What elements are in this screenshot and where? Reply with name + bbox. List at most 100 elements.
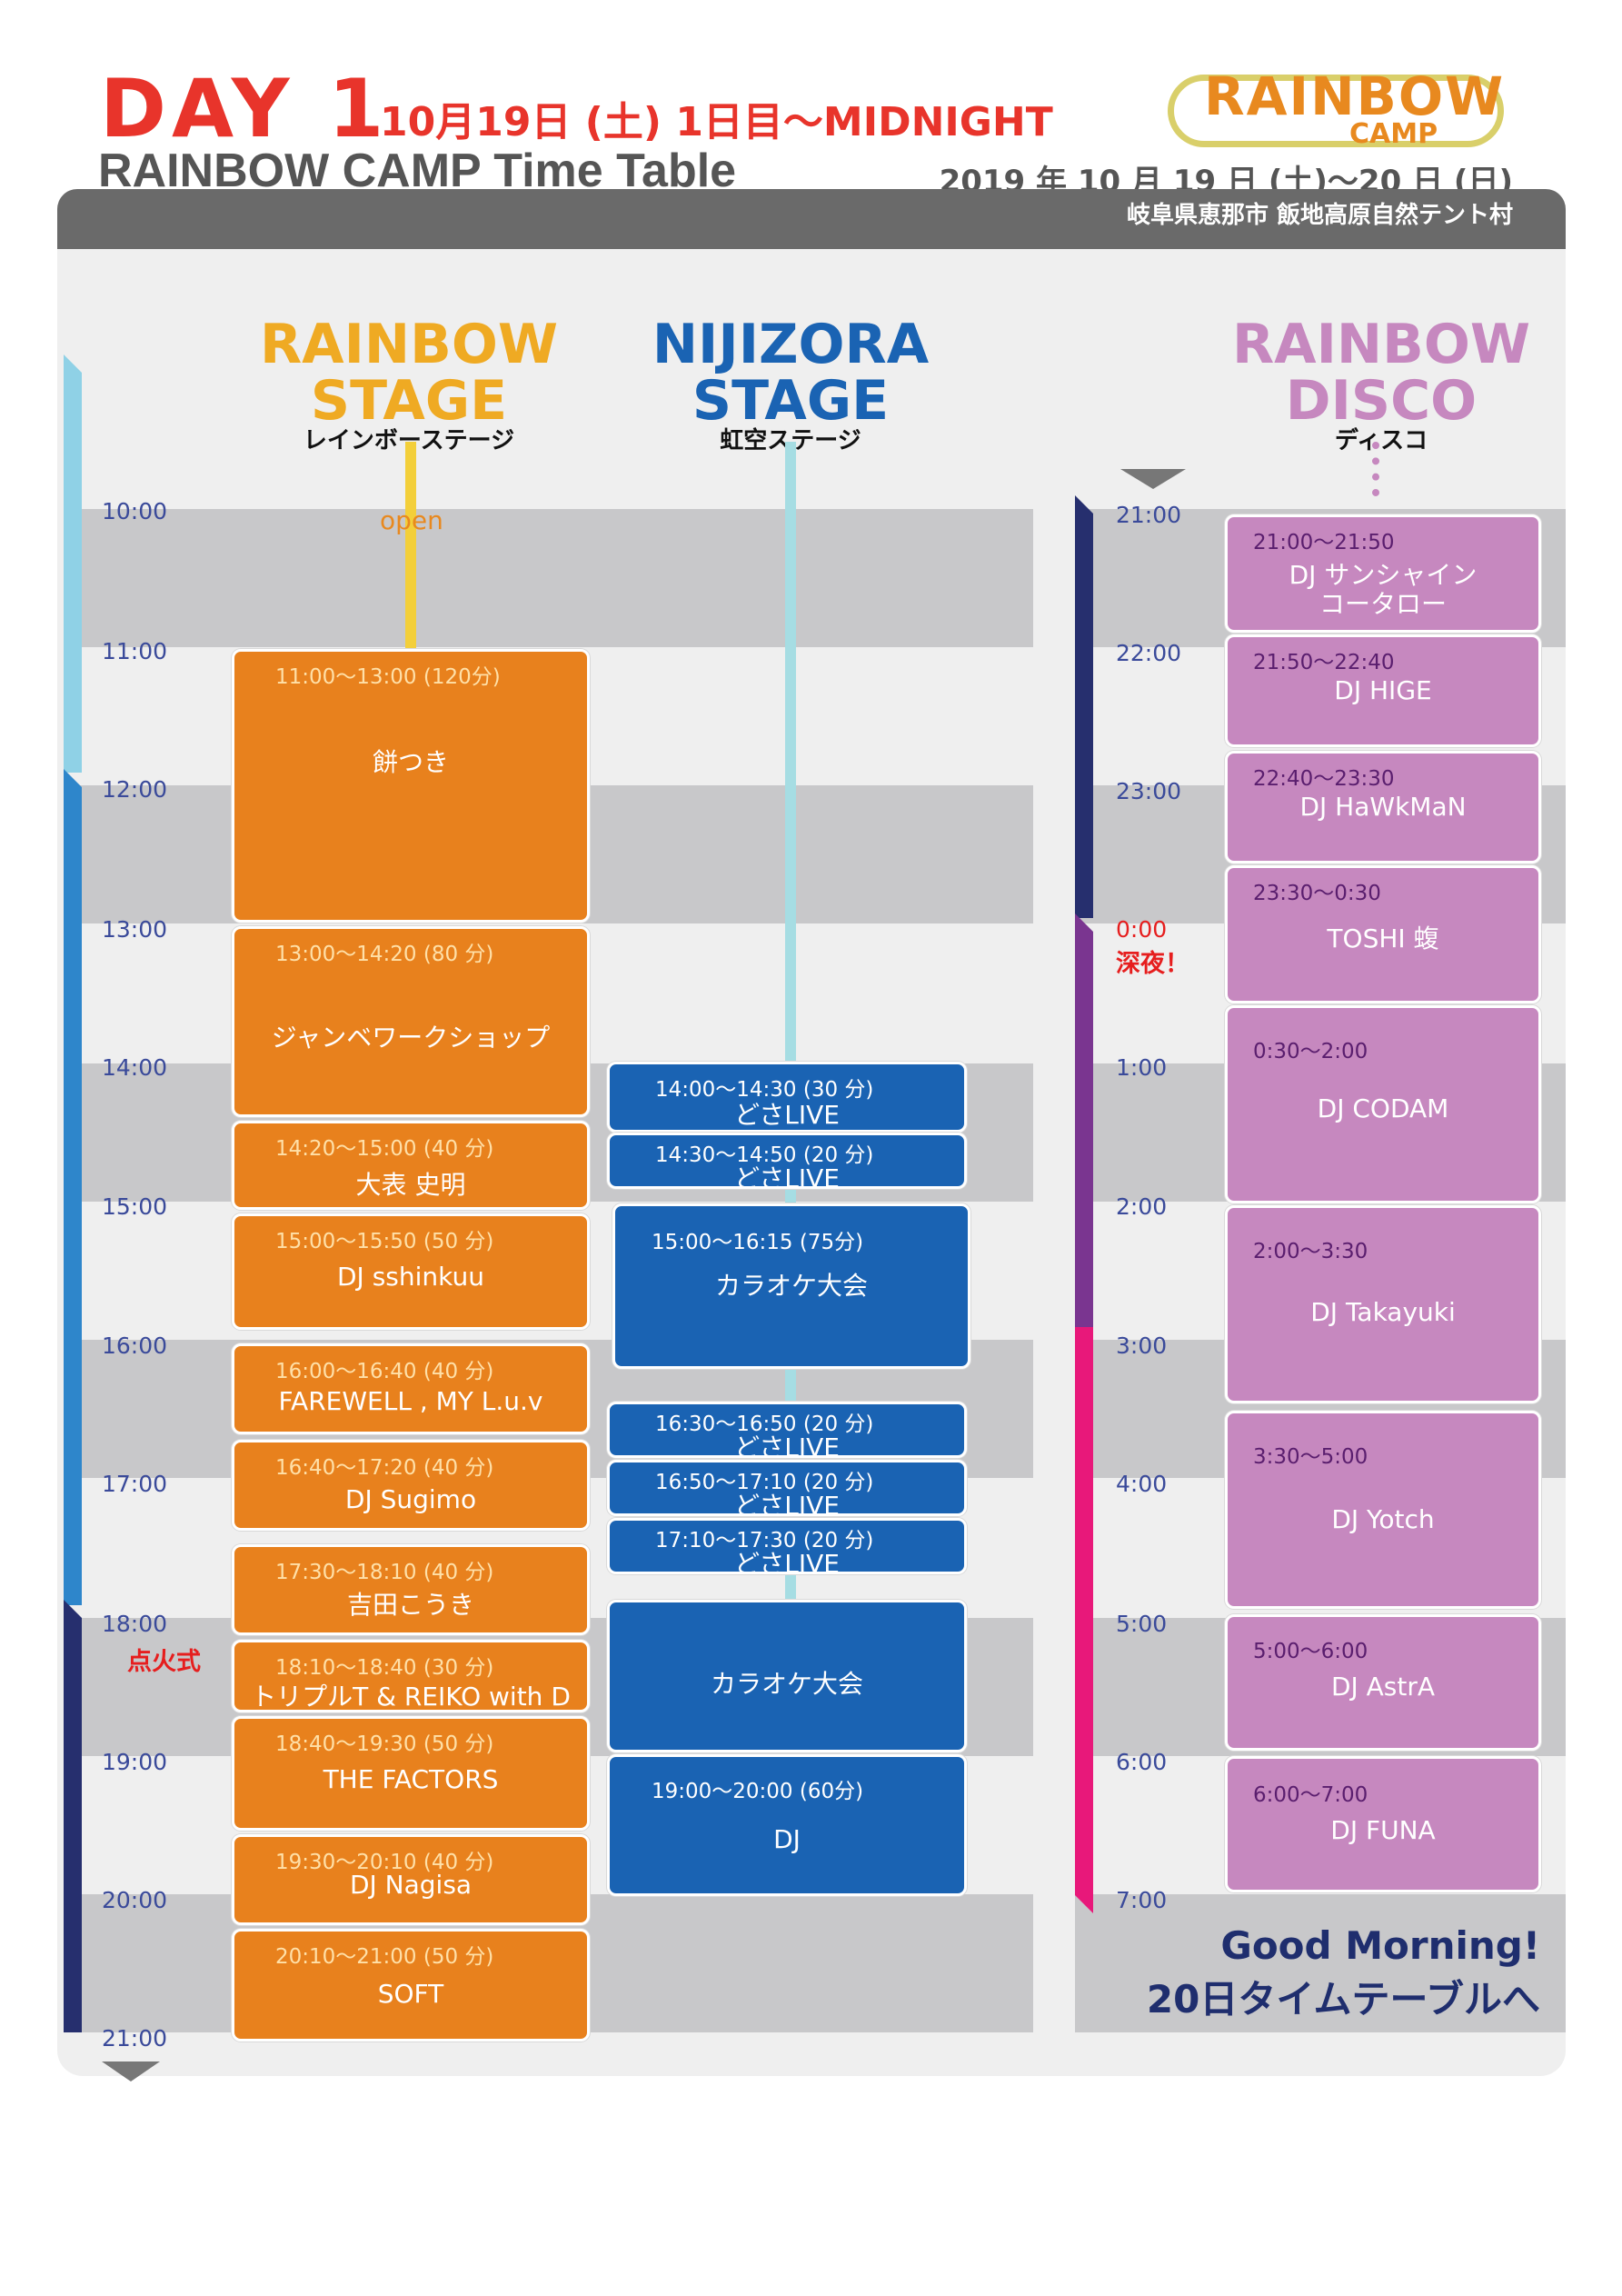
disco-slot[interactable]: 21:50〜22:40 DJ HIGE bbox=[1225, 634, 1541, 747]
slot-time: 22:40〜23:30 bbox=[1253, 767, 1395, 791]
time-label: 22:00 bbox=[1116, 640, 1182, 666]
slot-name: 餅つき bbox=[372, 747, 449, 777]
nijizora-slot[interactable]: 16:30〜16:50 (20 分) どさLIVE bbox=[607, 1402, 967, 1462]
rainbow-slot[interactable]: 15:00〜15:50 (50 分) DJ sshinkuu bbox=[232, 1213, 590, 1330]
day-title: DAY 1 bbox=[100, 62, 390, 155]
time-label: 11:00 bbox=[102, 638, 168, 664]
slot-time: 21:00〜21:50 bbox=[1253, 531, 1395, 554]
rainbow-slot[interactable]: 18:10〜18:40 (30 分) トリプルT & REIKO with D bbox=[232, 1640, 590, 1712]
slot-name: 大表 史明 bbox=[355, 1170, 466, 1200]
slot-time: 21:50〜22:40 bbox=[1253, 651, 1395, 674]
nijizora-slot[interactable]: 14:00〜14:30 (30 分) どさLIVE bbox=[607, 1062, 967, 1133]
slot-time: 6:00〜7:00 bbox=[1253, 1783, 1368, 1807]
nijizora-slot[interactable]: 17:10〜17:30 (20 分) どさLIVE bbox=[607, 1518, 967, 1579]
slot-name: DJ AstrA bbox=[1330, 1672, 1436, 1702]
slot-name: DJ bbox=[773, 1824, 801, 1854]
slot-time: 3:30〜5:00 bbox=[1253, 1445, 1368, 1469]
rainbow-slot[interactable]: 11:00〜13:00 (120分) 餅つき bbox=[232, 649, 590, 923]
slot-time: 16:40〜17:20 (40 分) bbox=[275, 1456, 494, 1480]
disco-slot[interactable]: 5:00〜6:00 DJ AstrA bbox=[1225, 1614, 1541, 1751]
slot-time: 17:30〜18:10 (40 分) bbox=[275, 1561, 494, 1584]
timeline-bar-morning bbox=[64, 354, 82, 773]
timeline-bar-day bbox=[64, 769, 82, 1605]
open-label: open bbox=[380, 505, 443, 535]
slot-name: DJ Sugimo bbox=[344, 1484, 477, 1514]
disco-slot[interactable]: 0:30〜2:00 DJ CODAM bbox=[1225, 1005, 1541, 1203]
disco-slot[interactable]: 21:00〜21:50 DJ サンシャイン コータロー bbox=[1225, 514, 1541, 633]
nijizora-slot[interactable]: 15:00〜16:15 (75分) カラオケ大会 bbox=[612, 1203, 970, 1369]
slot-time: 23:30〜0:30 bbox=[1253, 882, 1381, 905]
slot-name: どさLIVE bbox=[734, 1491, 840, 1521]
disco-slot[interactable]: 6:00〜7:00 DJ FUNA bbox=[1225, 1756, 1541, 1892]
fire-ceremony-label: 点火式 bbox=[127, 1648, 201, 1676]
rainbow-slot[interactable]: 16:00〜16:40 (40 分) FAREWELL , MY L.u.v bbox=[232, 1343, 590, 1434]
rainbow-stage-title-2: STAGE bbox=[310, 369, 508, 433]
logo-ring bbox=[1168, 75, 1504, 147]
time-label: 12:00 bbox=[102, 776, 168, 803]
slot-name: 吉田こうき bbox=[346, 1590, 474, 1620]
band-10 bbox=[79, 509, 1033, 647]
next-day-link[interactable]: 20日タイムテーブルへ bbox=[1146, 1977, 1540, 2021]
nijizora-slot[interactable]: 19:00〜20:00 (60分) DJ bbox=[607, 1754, 967, 1896]
time-label: 21:00 bbox=[1116, 502, 1182, 528]
slot-name: どさLIVE bbox=[734, 1433, 840, 1462]
time-label: 21:00 bbox=[102, 2025, 168, 2051]
disco-title: RAINBOW DISCO bbox=[1199, 316, 1563, 429]
band-r7 bbox=[1075, 1894, 1566, 2032]
slot-time: 15:00〜16:15 (75分) bbox=[652, 1231, 864, 1254]
time-label: 2:00 bbox=[1116, 1193, 1168, 1220]
rainbow-slot[interactable]: 19:30〜20:10 (40 分) DJ Nagisa bbox=[232, 1834, 590, 1925]
slot-name: どさLIVE bbox=[734, 1163, 840, 1193]
nijizora-slot[interactable]: 14:30〜14:50 (20 分) どさLIVE bbox=[607, 1133, 967, 1193]
rainbow-stage-title-1: RAINBOW bbox=[259, 313, 559, 376]
timeline-bar-evening bbox=[64, 1600, 82, 2032]
slot-name: DJ CODAM bbox=[1317, 1093, 1449, 1123]
disco-slot[interactable]: 2:00〜3:30 DJ Takayuki bbox=[1225, 1205, 1541, 1403]
rainbow-slot[interactable]: 14:20〜15:00 (40 分) 大表 史明 bbox=[232, 1121, 590, 1210]
disco-slot[interactable]: 3:30〜5:00 DJ Yotch bbox=[1225, 1411, 1541, 1609]
time-label: 14:00 bbox=[102, 1054, 168, 1081]
rainbow-slot[interactable]: 18:40〜19:30 (50 分) THE FACTORS bbox=[232, 1716, 590, 1831]
rainbow-slot[interactable]: 20:10〜21:00 (50 分) SOFT bbox=[232, 1929, 590, 2041]
good-morning-text: Good Morning! bbox=[1220, 1923, 1540, 1968]
disco-title-2: DISCO bbox=[1285, 369, 1478, 433]
disco-slot[interactable]: 23:30〜0:30 TOSHI 蝮 bbox=[1225, 865, 1541, 1003]
slot-time: 19:30〜20:10 (40 分) bbox=[275, 1851, 494, 1874]
rainbow-slot[interactable]: 17:30〜18:10 (40 分) 吉田こうき bbox=[232, 1544, 590, 1635]
slot-time: 15:00〜15:50 (50 分) bbox=[275, 1230, 494, 1253]
time-label: 20:00 bbox=[102, 1887, 168, 1913]
slot-time: 18:10〜18:40 (30 分) bbox=[275, 1656, 494, 1680]
disco-slot[interactable]: 22:40〜23:30 DJ HaWkMaN bbox=[1225, 751, 1541, 863]
time-label: 4:00 bbox=[1116, 1471, 1168, 1497]
slot-name-2: コータロー bbox=[1318, 589, 1447, 619]
time-label: 15:00 bbox=[102, 1193, 168, 1220]
time-label: 1:00 bbox=[1116, 1054, 1168, 1081]
down-arrow-right bbox=[1120, 469, 1186, 489]
time-label: 5:00 bbox=[1116, 1611, 1168, 1637]
nijizora-slot[interactable]: カラオケ大会 bbox=[607, 1600, 967, 1752]
slot-time: 2:00〜3:30 bbox=[1253, 1240, 1368, 1263]
slot-time: 19:00〜20:00 (60分) bbox=[652, 1780, 864, 1803]
disco-sub: ディスコ bbox=[1334, 427, 1428, 454]
slot-name: DJ Takayuki bbox=[1310, 1297, 1456, 1327]
nijizora-slot[interactable]: 16:50〜17:10 (20 分) どさLIVE bbox=[607, 1460, 967, 1521]
slot-time: 14:30〜14:50 (20 分) bbox=[655, 1143, 874, 1167]
rainbow-slot[interactable]: 16:40〜17:20 (40 分) DJ Sugimo bbox=[232, 1440, 590, 1531]
nijizora-stage-title-1: NIJIZORA bbox=[652, 313, 930, 376]
slot-time: 16:50〜17:10 (20 分) bbox=[655, 1471, 874, 1494]
disco-stage-line bbox=[1372, 442, 1379, 496]
slot-time: 16:30〜16:50 (20 分) bbox=[655, 1413, 874, 1436]
time-label: 7:00 bbox=[1116, 1887, 1168, 1913]
logo-camp-text: CAMP bbox=[1349, 118, 1438, 150]
slot-name: FAREWELL , MY L.u.v bbox=[278, 1386, 543, 1416]
slot-name: TOSHI 蝮 bbox=[1327, 923, 1439, 953]
down-arrow-left bbox=[102, 2061, 160, 2081]
slot-time: 5:00〜6:00 bbox=[1253, 1640, 1368, 1663]
slot-time: 11:00〜13:00 (120分) bbox=[275, 665, 501, 689]
time-label: 13:00 bbox=[102, 916, 168, 943]
disco-title-1: RAINBOW bbox=[1231, 313, 1531, 376]
rainbow-slot[interactable]: 13:00〜14:20 (80 分) ジャンベワークショップ bbox=[232, 926, 590, 1117]
night-bar-1 bbox=[1075, 495, 1093, 918]
time-label: 16:00 bbox=[102, 1333, 168, 1359]
slot-time: 13:00〜14:20 (80 分) bbox=[275, 943, 494, 966]
